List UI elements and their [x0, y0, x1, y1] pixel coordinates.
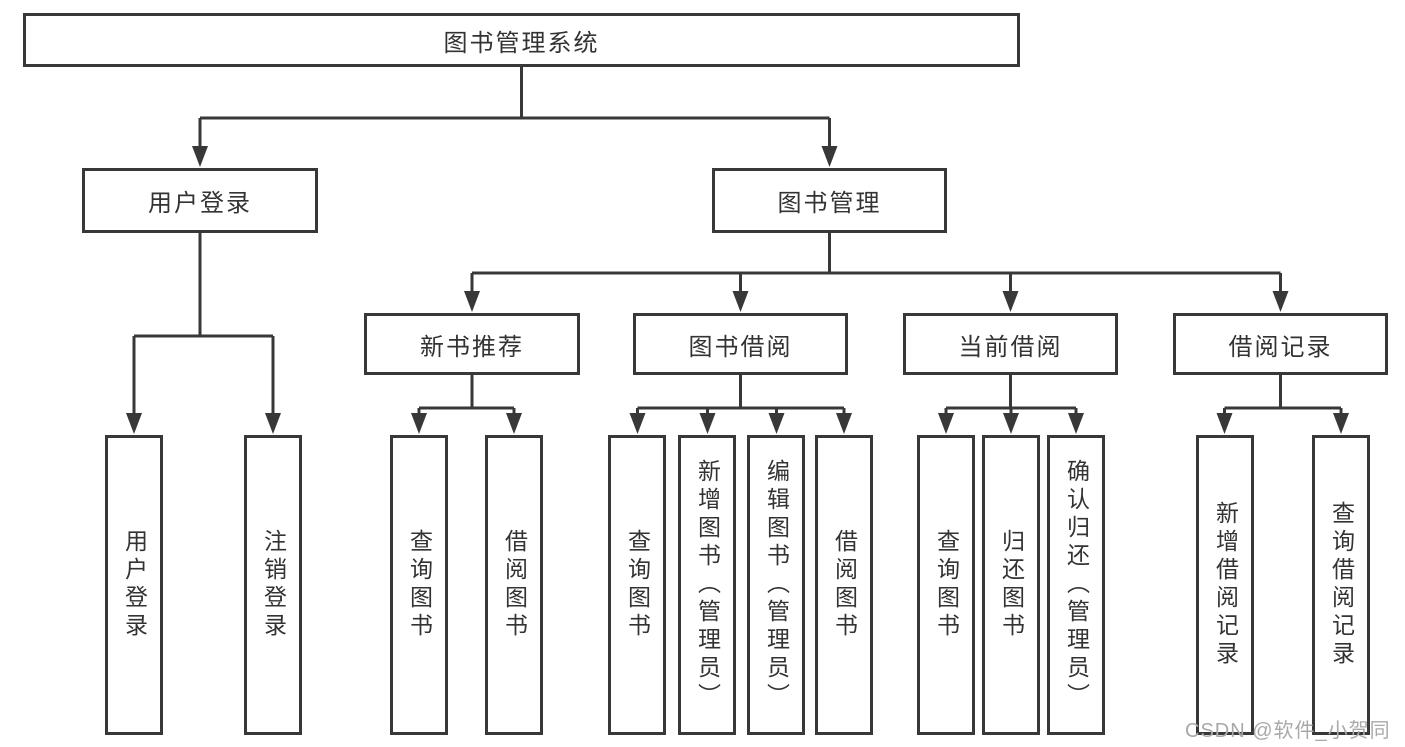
- leaf-borrow-books: 借阅图书: [815, 435, 873, 735]
- leaf-borrow-books-label: 借阅图书: [501, 529, 528, 641]
- node-book-borrowing: 图书借阅: [633, 313, 848, 375]
- leaf-query-borrow-record: 查询借阅记录: [1312, 435, 1370, 735]
- leaf-borrow-books-label: 借阅图书: [831, 529, 858, 641]
- leaf-confirm-return-admin-label: 确认归还（管理员）: [1063, 459, 1090, 711]
- leaf-logout-label: 注销登录: [260, 529, 287, 641]
- leaf-borrow-books: 借阅图书: [485, 435, 543, 735]
- node-user-login-module: 用户登录: [82, 168, 318, 233]
- node-new-book-recommendation: 新书推荐: [364, 313, 580, 375]
- leaf-query-books: 查询图书: [390, 435, 448, 735]
- leaf-confirm-return-admin: 确认归还（管理员）: [1047, 435, 1105, 735]
- leaf-return-books: 归还图书: [982, 435, 1040, 735]
- leaf-edit-books-admin: 编辑图书（管理员）: [747, 435, 805, 735]
- leaf-add-borrow-record: 新增借阅记录: [1196, 435, 1254, 735]
- csdn-watermark: CSDN @软件_小贺同学: [1185, 720, 1391, 742]
- node-book-management-module: 图书管理: [712, 168, 947, 233]
- node-borrowing-records: 借阅记录: [1173, 313, 1388, 375]
- leaf-user-login-label: 用户登录: [121, 529, 148, 641]
- node-current-borrowing: 当前借阅: [903, 313, 1118, 375]
- leaf-edit-books-admin-label: 编辑图书（管理员）: [763, 459, 790, 711]
- leaf-add-books-admin-label: 新增图书（管理员）: [694, 459, 721, 711]
- leaf-user-login: 用户登录: [105, 435, 163, 735]
- leaf-add-books-admin: 新增图书（管理员）: [678, 435, 736, 735]
- leaf-query-books-label: 查询图书: [933, 529, 960, 641]
- leaf-query-books-label: 查询图书: [624, 529, 651, 641]
- leaf-query-books-label: 查询图书: [406, 529, 433, 641]
- leaf-logout: 注销登录: [244, 435, 302, 735]
- leaf-query-books: 查询图书: [608, 435, 666, 735]
- leaf-query-books: 查询图书: [917, 435, 975, 735]
- node-library-management-system: 图书管理系统: [23, 13, 1020, 67]
- leaf-query-borrow-record-label: 查询借阅记录: [1328, 501, 1355, 669]
- leaf-return-books-label: 归还图书: [998, 529, 1025, 641]
- leaf-add-borrow-record-label: 新增借阅记录: [1212, 501, 1239, 669]
